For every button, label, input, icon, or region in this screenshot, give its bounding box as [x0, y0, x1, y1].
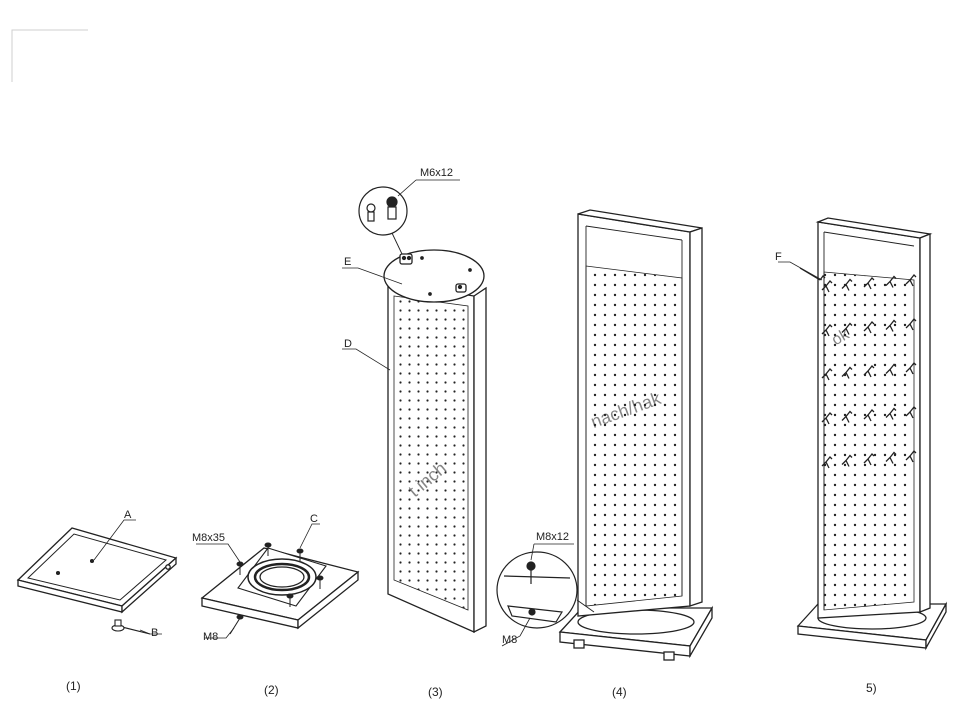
step-caption-2: (2) [264, 683, 279, 697]
hook-icon [841, 322, 853, 335]
hook-icon [905, 450, 917, 463]
hook-icon [841, 410, 853, 423]
label-e: E [344, 256, 351, 268]
hook-icon [821, 456, 833, 469]
hook-icon [841, 278, 853, 291]
hook-icon [821, 368, 833, 381]
step2-base-with-turntable [200, 547, 360, 630]
label-m8-step4: M8 [502, 634, 517, 646]
step4-detail-callout [496, 551, 595, 629]
step4-pegboard-panel [577, 209, 703, 617]
hook-icon [885, 407, 897, 420]
corner-mark [11, 29, 88, 82]
hook-icon [841, 454, 853, 467]
step1-base-plate [16, 527, 178, 614]
step1-leveling-foot [111, 619, 151, 635]
step4-leaders [501, 543, 574, 647]
step4-base [558, 605, 714, 661]
step3-leaders [342, 179, 460, 371]
label-m8x12: M8x12 [536, 531, 569, 543]
hook-f-icon [799, 267, 826, 281]
step-caption-3: (3) [428, 685, 443, 699]
label-c: C [310, 513, 318, 525]
label-a: A [124, 509, 132, 521]
label-b: B [151, 627, 158, 639]
hook-icon [863, 321, 875, 334]
hook-icon [863, 453, 875, 466]
step5-leaders [778, 261, 823, 281]
label-d: D [344, 338, 352, 350]
step3-top-plate [383, 249, 485, 303]
hook-icon [905, 362, 917, 375]
step2-leaders [196, 523, 320, 639]
hook-icon [821, 412, 833, 425]
step-caption-1: (1) [66, 679, 81, 693]
hook-icon [905, 274, 917, 287]
label-m6x12: M6x12 [420, 167, 453, 179]
hook-icon [863, 409, 875, 422]
hook-icon [885, 275, 897, 288]
step2-screws-top [236, 542, 324, 607]
label-m8x35: M8x35 [192, 532, 225, 544]
hook-icon [905, 406, 917, 419]
step5-hooks [799, 267, 917, 469]
step-caption-5: 5) [866, 681, 877, 695]
hook-icon [905, 318, 917, 331]
label-f: F [775, 251, 782, 263]
hook-icon [863, 277, 875, 290]
label-m8-step2: M8 [203, 631, 218, 643]
hook-icon [885, 363, 897, 376]
hook-icon [821, 280, 833, 293]
step3-detail-callout [358, 179, 417, 255]
hook-icon [841, 366, 853, 379]
hook-icon [885, 451, 897, 464]
step5-pegboard-panel [815, 217, 933, 619]
hook-icon [863, 365, 875, 378]
step3-pegboard-panel [387, 281, 487, 634]
step-caption-4: (4) [612, 685, 627, 699]
step1-leaders [93, 519, 162, 635]
hook-icon [821, 324, 833, 337]
hook-icon [885, 319, 897, 332]
